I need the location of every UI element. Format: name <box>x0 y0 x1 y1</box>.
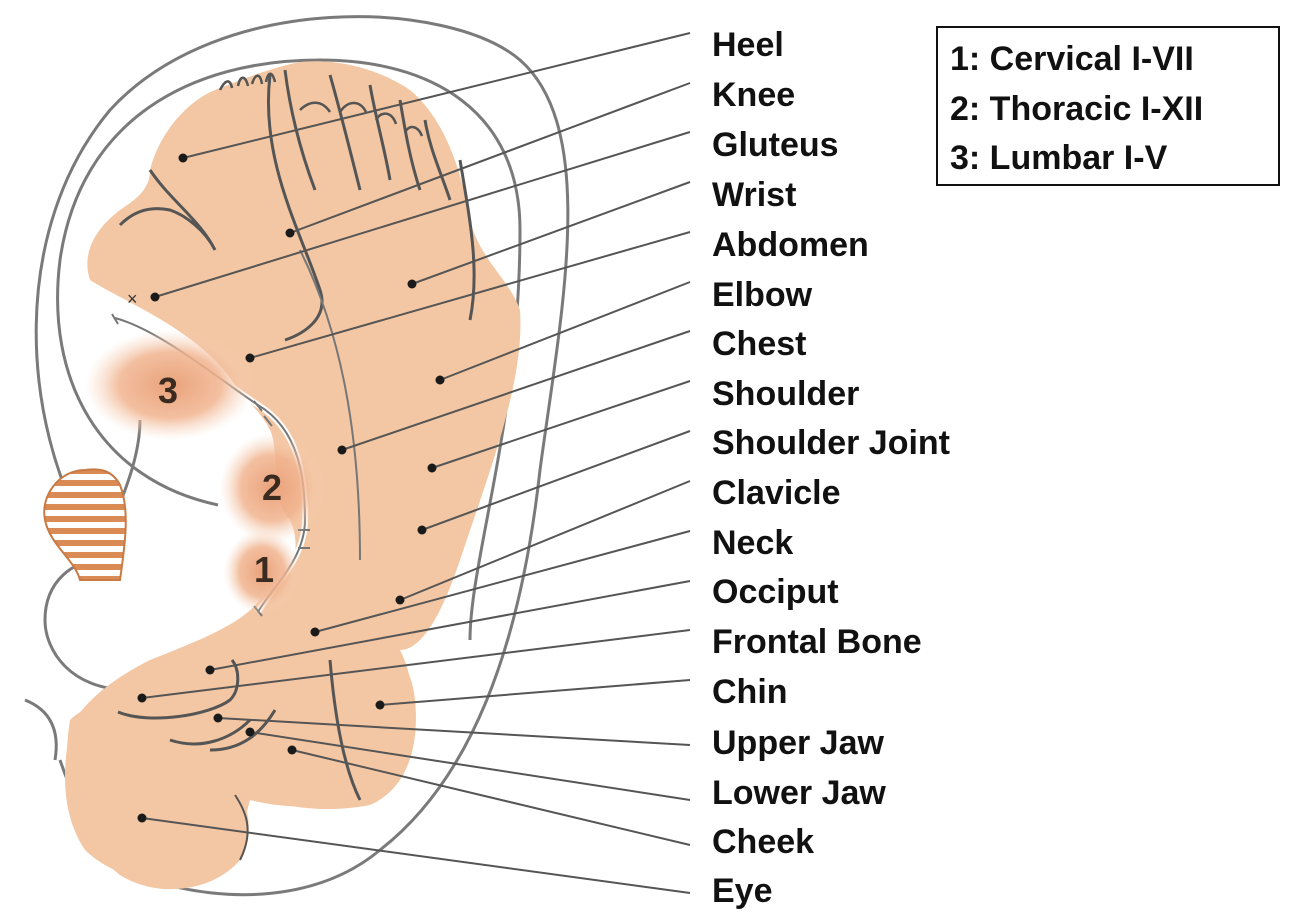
label-abdomen: Abdomen <box>712 226 869 264</box>
label-shoulder-joint: Shoulder Joint <box>712 424 950 462</box>
point-gluteus <box>151 293 160 302</box>
gluteus-x-marker: × <box>127 289 138 309</box>
point-shoulder-joint <box>418 526 427 535</box>
point-frontal-bone <box>138 694 147 703</box>
label-upper-jaw: Upper Jaw <box>712 724 884 762</box>
point-occiput <box>206 666 215 675</box>
point-neck <box>311 628 320 637</box>
label-lower-jaw: Lower Jaw <box>712 774 886 812</box>
earlobe-outline-left <box>25 700 56 760</box>
label-neck: Neck <box>712 524 793 562</box>
tragus-shape <box>44 469 126 580</box>
label-heel: Heel <box>712 26 784 64</box>
point-shoulder <box>428 464 437 473</box>
label-clavicle: Clavicle <box>712 474 841 512</box>
point-clavicle <box>396 596 405 605</box>
label-knee: Knee <box>712 76 795 114</box>
label-eye: Eye <box>712 872 773 910</box>
point-knee <box>286 229 295 238</box>
zone-label-2: 2 <box>262 467 282 508</box>
label-occiput: Occiput <box>712 573 839 611</box>
label-chest: Chest <box>712 325 806 363</box>
label-gluteus: Gluteus <box>712 126 839 164</box>
point-wrist <box>408 280 417 289</box>
point-lower-jaw <box>246 728 255 737</box>
legend-item-cervical: 1: Cervical I-VII <box>950 40 1194 78</box>
label-chin: Chin <box>712 673 788 711</box>
zone-label-1: 1 <box>254 549 274 590</box>
label-cheek: Cheek <box>712 823 814 861</box>
label-shoulder: Shoulder <box>712 375 859 413</box>
point-eye <box>138 814 147 823</box>
legend-item-thoracic: 2: Thoracic I-XII <box>950 90 1203 128</box>
point-chin <box>376 701 385 710</box>
point-abdomen <box>246 354 255 363</box>
legend-box: 1: Cervical I-VII 2: Thoracic I-XII 3: L… <box>936 26 1280 186</box>
point-upper-jaw <box>214 714 223 723</box>
leader-line-chin <box>380 680 690 705</box>
zone-label-3: 3 <box>158 370 178 411</box>
label-elbow: Elbow <box>712 276 812 314</box>
label-frontal-bone: Frontal Bone <box>712 623 922 661</box>
label-wrist: Wrist <box>712 176 796 214</box>
point-chest <box>338 446 347 455</box>
point-cheek <box>288 746 297 755</box>
point-heel <box>179 154 188 163</box>
point-elbow <box>436 376 445 385</box>
legend-item-lumbar: 3: Lumbar I-V <box>950 139 1167 177</box>
